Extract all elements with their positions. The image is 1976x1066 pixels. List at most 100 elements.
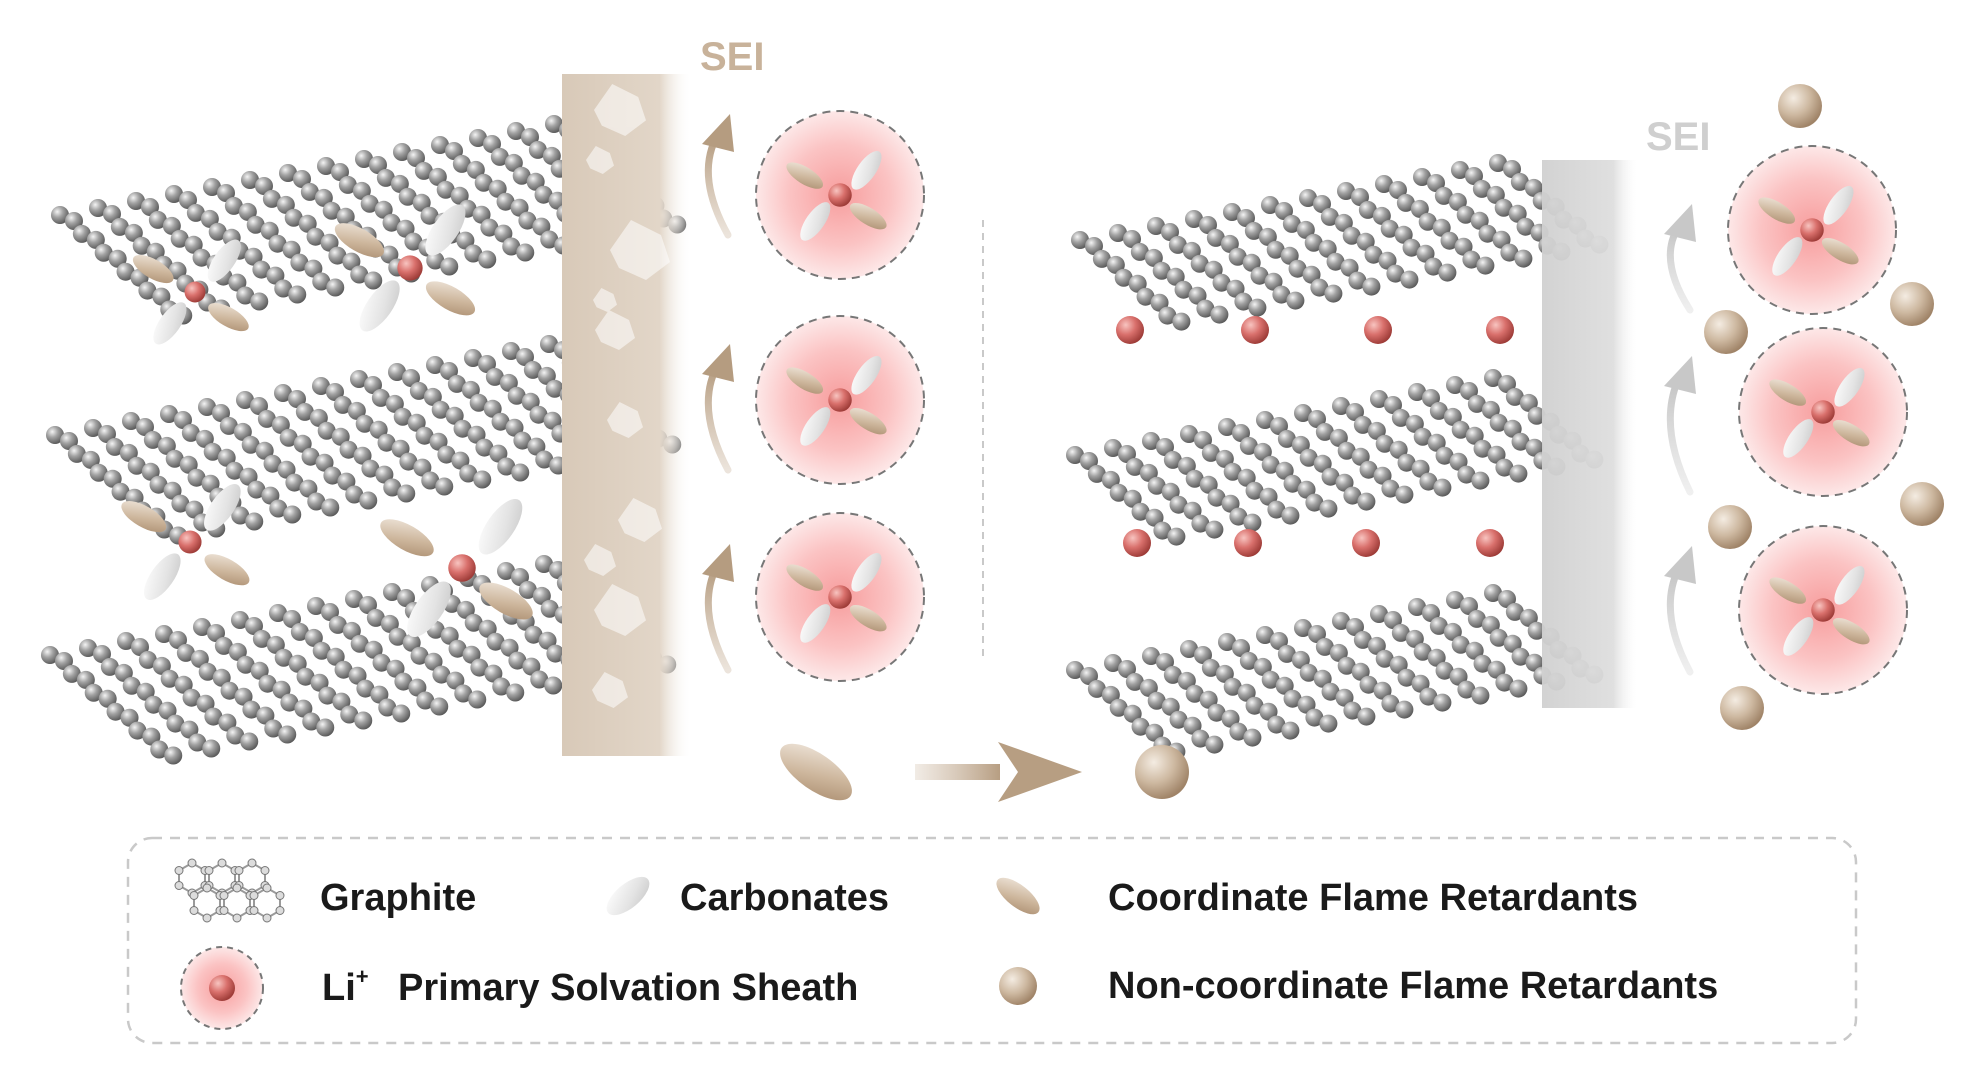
legend-graphite-label: Graphite bbox=[320, 877, 476, 919]
cfr-ligand bbox=[334, 223, 384, 258]
carbonate-ligand bbox=[851, 150, 882, 190]
sei-chunk bbox=[594, 84, 646, 136]
right-arrow-icon bbox=[915, 742, 1082, 802]
carbonate-ligand bbox=[851, 355, 882, 395]
cfr-ligand bbox=[1821, 237, 1859, 265]
li-ion bbox=[1811, 400, 1835, 424]
carbonate-ligand bbox=[800, 407, 831, 446]
sei-chunk bbox=[593, 288, 617, 312]
graphite-layer-top bbox=[1071, 154, 1609, 331]
solvation-sheath bbox=[755, 110, 925, 280]
legend-li-label: Li+ bbox=[322, 964, 369, 1009]
li-ion bbox=[184, 281, 206, 303]
intercalated-li-ion bbox=[1116, 316, 1144, 344]
carbonate-ligand bbox=[800, 202, 831, 241]
non-coordinate-flame-retardant bbox=[1708, 505, 1752, 549]
legend-coordinate-fr-label: Coordinate Flame Retardants bbox=[1108, 877, 1638, 919]
intercalated-solvate bbox=[334, 204, 476, 332]
carbonate-icon bbox=[606, 876, 650, 916]
carbonate-ligand bbox=[1783, 419, 1814, 458]
right-sei-layer bbox=[1542, 160, 1637, 708]
right-solvation-sheaths bbox=[1727, 145, 1908, 695]
cfr-ligand bbox=[204, 554, 250, 586]
non-coordinate-flame-retardant bbox=[1720, 686, 1764, 730]
intercalated-li-ion bbox=[1476, 529, 1504, 557]
carbonate-ligand bbox=[407, 581, 451, 638]
carbonate-ligand bbox=[800, 604, 831, 643]
left-solvation-sheaths bbox=[755, 110, 925, 682]
sei-chunk bbox=[584, 544, 616, 576]
sei-chunk bbox=[592, 672, 628, 708]
carbonate-ligand bbox=[1834, 367, 1865, 407]
graphite-layer-middle bbox=[46, 335, 682, 545]
carbonate-ligand bbox=[425, 204, 466, 256]
carbonate-ligand bbox=[143, 553, 181, 600]
cfr-ligand bbox=[849, 407, 887, 435]
left-sei-label: SEI bbox=[700, 35, 764, 79]
cfr-ligand bbox=[786, 162, 824, 189]
carbonate-ligand bbox=[478, 498, 523, 555]
graphite-layer-bottom bbox=[1066, 584, 1604, 761]
graphite-layer-bottom bbox=[41, 555, 677, 765]
intercalated-solvate bbox=[132, 239, 249, 345]
right-intercalated-li-ions bbox=[1116, 316, 1514, 557]
left-sei-layer bbox=[562, 74, 692, 756]
solvation-sheath-icon bbox=[180, 946, 264, 1030]
solvation-sheath bbox=[1738, 525, 1908, 695]
right-curved-arrows bbox=[1664, 204, 1696, 676]
carbonate-ligand bbox=[1783, 617, 1814, 656]
sei-chunks bbox=[584, 84, 670, 708]
carbonate-ligand bbox=[851, 552, 882, 592]
sei-chunk bbox=[594, 584, 646, 636]
intercalated-li-ion bbox=[1352, 529, 1380, 557]
curved-arrow bbox=[702, 114, 734, 239]
sei-chunk bbox=[595, 310, 635, 350]
curved-arrow bbox=[1664, 356, 1696, 496]
carbonate-ligand bbox=[359, 280, 400, 332]
carbonate-ligand bbox=[1834, 565, 1865, 605]
non-coordinate-flame-retardant-icon bbox=[999, 967, 1037, 1005]
sei-chunk bbox=[618, 498, 662, 542]
graphite-icon bbox=[174, 858, 285, 923]
solvation-sheath bbox=[1738, 327, 1908, 497]
cfr-ligand bbox=[1769, 577, 1807, 604]
coordinate-flame-retardant-icon bbox=[996, 877, 1040, 915]
non-coordinate-flame-retardant bbox=[1778, 84, 1822, 128]
carbonate-ligand bbox=[207, 239, 241, 282]
non-coordinate-flame-retardant bbox=[1890, 282, 1934, 326]
cfr-ligand bbox=[849, 202, 887, 230]
carbonate-ligand bbox=[1823, 185, 1854, 225]
cfr-ligand bbox=[479, 582, 533, 620]
solvation-sheath bbox=[755, 512, 925, 682]
li-ion bbox=[828, 183, 852, 207]
legend: Graphite Carbonates Coordinate Flame Ret… bbox=[126, 836, 1858, 1045]
curved-arrow bbox=[1664, 546, 1696, 676]
cfr-ligand bbox=[132, 254, 174, 284]
li-ion bbox=[1811, 598, 1835, 622]
li-ion bbox=[397, 255, 423, 281]
sei-chunk bbox=[607, 402, 643, 438]
conversion-row bbox=[780, 742, 1189, 802]
solvation-sheath bbox=[755, 315, 925, 485]
cfr-ligand bbox=[786, 564, 824, 591]
intercalated-li-ion bbox=[1123, 529, 1151, 557]
cfr-ligand bbox=[380, 519, 434, 557]
cfr-ligand bbox=[849, 604, 887, 632]
intercalated-solvate bbox=[380, 498, 533, 638]
intercalated-li-ion bbox=[1241, 316, 1269, 344]
curved-arrow bbox=[702, 544, 734, 674]
li-ion bbox=[448, 554, 476, 582]
intercalated-li-ion bbox=[1234, 529, 1262, 557]
non-coordinate-flame-retardant bbox=[1900, 482, 1944, 526]
cfr-ligand bbox=[786, 367, 824, 394]
solvation-sheath bbox=[1727, 145, 1897, 315]
non-coordinate-flame-retardant bbox=[1704, 310, 1748, 354]
li-ion bbox=[828, 585, 852, 609]
legend-frame bbox=[126, 836, 1858, 1045]
cfr-source-icon bbox=[780, 743, 852, 801]
cfr-ligand bbox=[208, 303, 249, 332]
left-intercalated-solvates bbox=[121, 204, 533, 638]
intercalated-li-ion bbox=[1364, 316, 1392, 344]
legend-sheath-label: Primary Solvation Sheath bbox=[398, 967, 858, 1009]
